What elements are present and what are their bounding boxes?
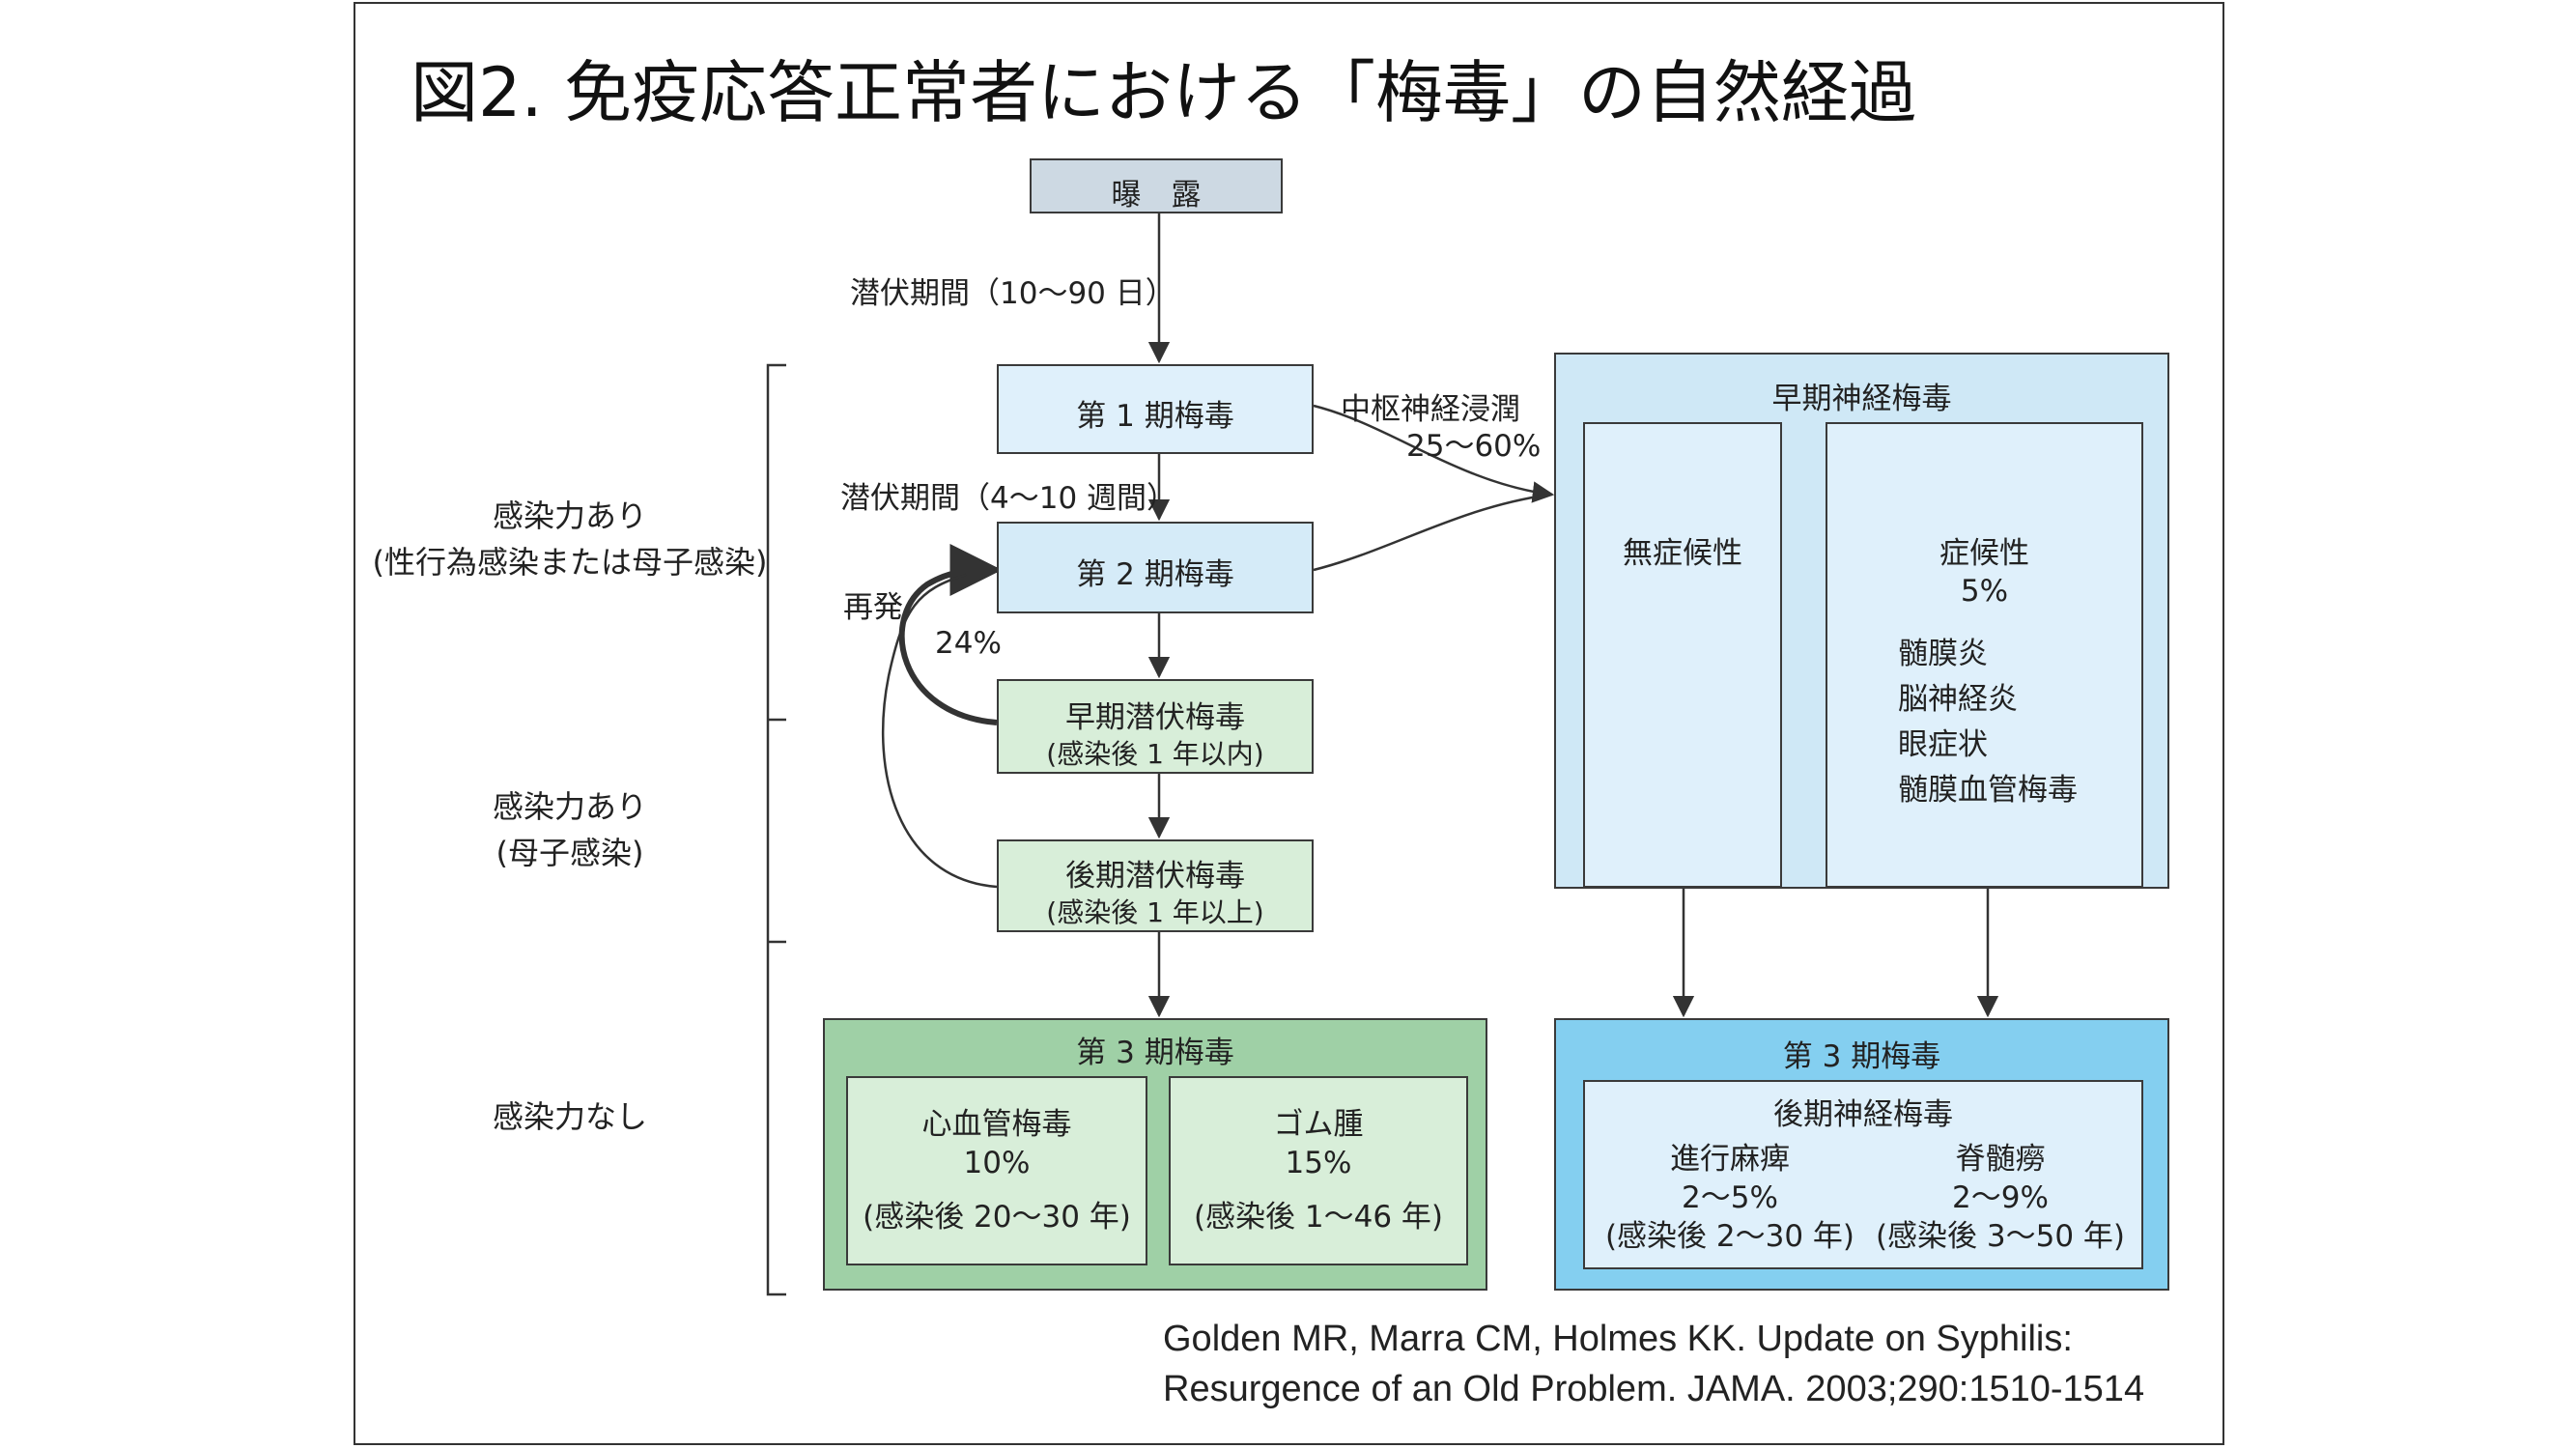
relapse-curve-early [898, 544, 1003, 725]
late-latent-box: 後期潜伏梅毒 (感染後 1 年以上) [997, 839, 1314, 932]
category-infectious-sexual: 感染力あり (性行為感染または母子感染) [373, 493, 768, 585]
primary-label: 第 1 期梅毒 [1076, 399, 1234, 434]
gumma-box: ゴム腫 15% (感染後 1〜46 年) [1169, 1076, 1468, 1265]
symptomatic-label: 症候性 [1939, 536, 2029, 571]
exposure-label: 曝 露 [1111, 178, 1202, 213]
incubation-1-label: 潜伏期間（10〜90 日） [850, 276, 1175, 311]
cardiovascular-time: (感染後 20〜30 年) [863, 1200, 1131, 1235]
symptomatic-box: 症候性 5% 髄膜炎 脳神経炎 眼症状 髄膜血管梅毒 [1826, 422, 2143, 888]
cardiovascular-box: 心血管梅毒 10% (感染後 20〜30 年) [846, 1076, 1147, 1265]
late-latent-label: 後期潜伏梅毒 [1065, 859, 1245, 894]
symptom-ocular: 眼症状 [1898, 727, 1988, 762]
asymptomatic-box: 無症候性 [1583, 422, 1782, 888]
category-noninfectious: 感染力なし [492, 1098, 648, 1135]
cardiovascular-label: 心血管梅毒 [921, 1107, 1072, 1142]
secondary-label: 第 2 期梅毒 [1076, 557, 1234, 592]
category-bracket [766, 363, 786, 1296]
relapse-curve-late [882, 573, 998, 889]
category-infectious-mother: 感染力あり (母子感染) [493, 783, 647, 876]
early-latent-label: 早期潜伏梅毒 [1065, 700, 1245, 735]
late-neuro-title: 後期神経梅毒 [1773, 1097, 1953, 1132]
cns-invasion-percent: 25〜60% [1406, 429, 1542, 464]
incubation-2-label: 潜伏期間（4〜10 週間） [840, 481, 1177, 516]
symptomatic-percent: 5% [1960, 574, 2009, 609]
category-label: 感染力あり [492, 497, 648, 534]
tabes-time: (感染後 3〜50 年) [1875, 1219, 2126, 1254]
cns-invasion-label: 中枢神経浸潤 [1341, 392, 1520, 427]
slide-title: 図2. 免疫応答正常者における「梅毒」の自然経過 [410, 53, 1917, 132]
early-latent-box: 早期潜伏梅毒 (感染後 1 年以内) [997, 679, 1314, 774]
paresis-percent: 2〜5% [1682, 1180, 1778, 1215]
primary-syphilis-box: 第 1 期梅毒 [997, 364, 1314, 454]
symptom-cranial-neuritis: 脳神経炎 [1898, 682, 2018, 717]
citation: Golden MR, Marra CM, Holmes KK. Update o… [1163, 1314, 2206, 1414]
asymptomatic-label: 無症候性 [1623, 536, 1742, 571]
early-neuro-title: 早期神経梅毒 [1771, 382, 1952, 416]
tabes-percent: 2〜9% [1952, 1180, 2049, 1215]
tabes-label: 脊髄癆 [1955, 1142, 2046, 1177]
early-neurosyphilis-box: 早期神経梅毒 無症候性 症候性 5% 髄膜炎 脳神経炎 眼症状 髄膜血管梅毒 [1554, 353, 2169, 889]
paresis-time: (感染後 2〜30 年) [1604, 1219, 1855, 1254]
gumma-time: (感染後 1〜46 年) [1193, 1200, 1444, 1235]
symptom-meningitis: 髄膜炎 [1898, 637, 1988, 671]
tertiary-left-title: 第 3 期梅毒 [1076, 1036, 1234, 1070]
slide-frame [354, 2, 2224, 1445]
category-label: 感染力あり [492, 788, 648, 825]
category-sublabel: (母子感染) [495, 835, 644, 871]
symptom-meningovascular: 髄膜血管梅毒 [1898, 773, 2078, 808]
relapse-percent: 24% [935, 626, 1002, 661]
citation-line-1: Golden MR, Marra CM, Holmes KK. Update o… [1163, 1319, 2073, 1359]
gumma-label: ゴム腫 [1273, 1107, 1364, 1142]
gumma-percent: 15% [1285, 1146, 1352, 1180]
paresis-label: 進行麻痺 [1670, 1142, 1790, 1177]
arrow-primary-cns [1313, 404, 1555, 503]
relapse-label: 再発 [843, 590, 903, 625]
tertiary-syphilis-box-right: 第 3 期梅毒 後期神経梅毒 進行麻痺 2〜5% (感染後 2〜30 年) 脊髄… [1554, 1018, 2169, 1291]
cardiovascular-percent: 10% [963, 1146, 1031, 1180]
citation-line-2: Resurgence of an Old Problem. JAMA. 2003… [1163, 1369, 2145, 1409]
category-sublabel: (性行為感染または母子感染) [372, 544, 768, 581]
early-latent-sublabel: (感染後 1 年以内) [1046, 738, 1264, 770]
arrow-secondary-cns [1313, 493, 1551, 572]
secondary-syphilis-box: 第 2 期梅毒 [997, 522, 1314, 613]
exposure-box: 曝 露 [1030, 158, 1283, 213]
tertiary-right-title: 第 3 期梅毒 [1782, 1039, 1941, 1074]
tertiary-syphilis-box-left: 第 3 期梅毒 心血管梅毒 10% (感染後 20〜30 年) ゴム腫 15% … [823, 1018, 1487, 1291]
late-latent-sublabel: (感染後 1 年以上) [1046, 896, 1264, 928]
late-neurosyphilis-box: 後期神経梅毒 進行麻痺 2〜5% (感染後 2〜30 年) 脊髄癆 2〜9% (… [1583, 1080, 2143, 1269]
